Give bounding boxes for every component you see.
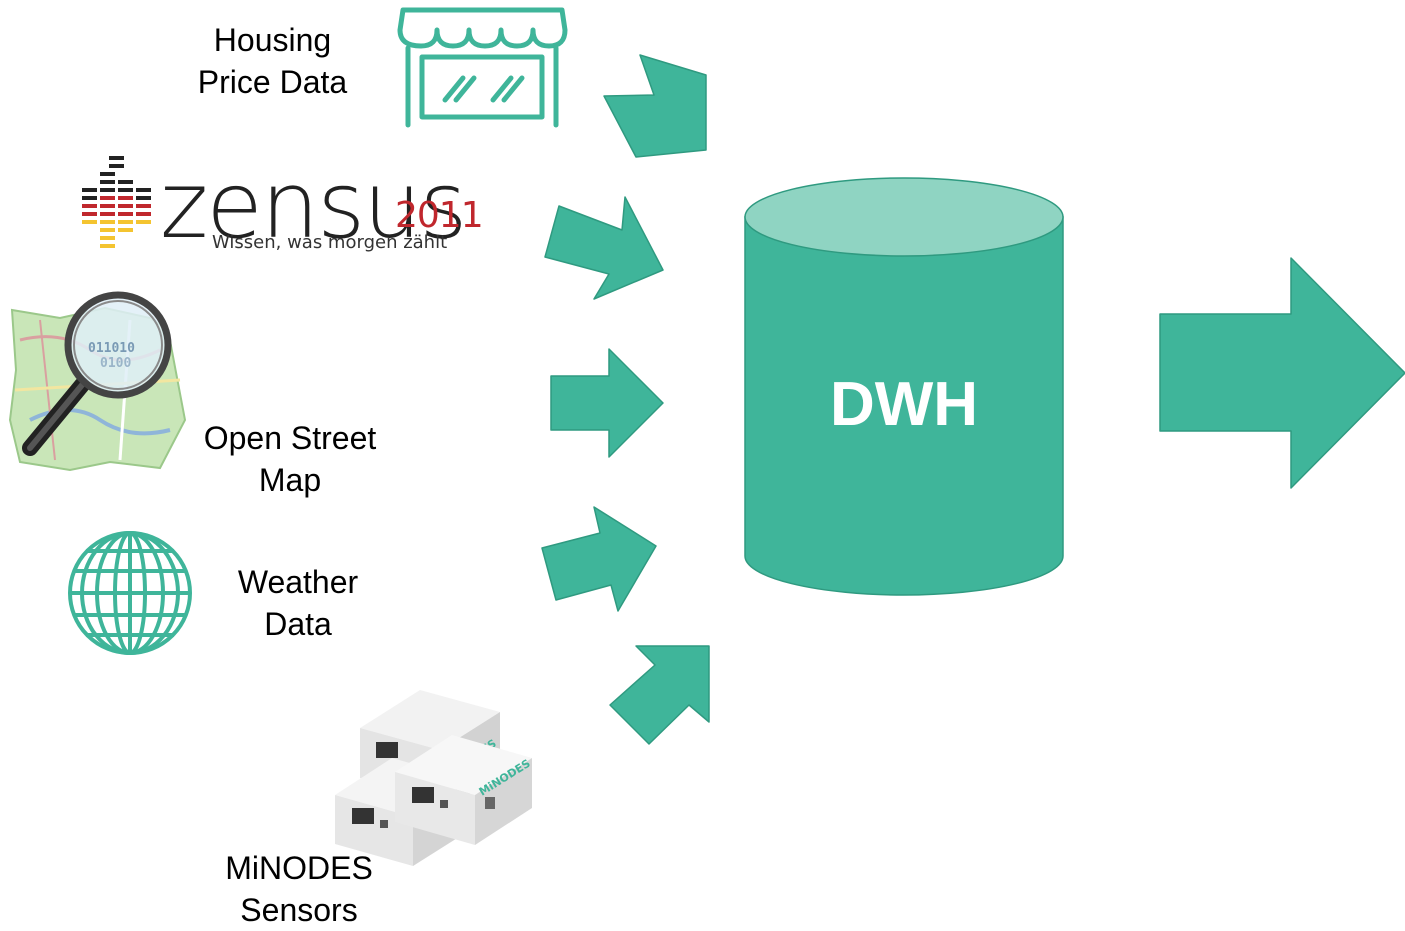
arrow-weather bbox=[541, 506, 657, 612]
housing-price-label: Housing Price Data bbox=[197, 22, 348, 100]
arrow-zensus bbox=[544, 196, 664, 300]
zensus-logo-word: zensus bbox=[160, 152, 467, 259]
data-warehouse-cylinder bbox=[744, 177, 1064, 596]
zensus-logo-tagline: Wissen, was morgen zählt bbox=[212, 232, 448, 253]
output-arrow bbox=[1159, 257, 1405, 489]
router-devices-icon: MiNODES MiNODES bbox=[335, 690, 533, 866]
dwh-label: DWH bbox=[829, 370, 979, 439]
weather-data-label: Weather Data bbox=[237, 564, 359, 642]
osm-binary-line2: 0100 bbox=[100, 356, 131, 371]
storefront-icon bbox=[397, 7, 568, 128]
arrow-minodes bbox=[609, 645, 710, 745]
globe-icon bbox=[68, 531, 192, 655]
arrow-osm bbox=[550, 348, 664, 458]
osm-binary-line1: 011010 bbox=[88, 341, 135, 356]
arrow-housing bbox=[603, 54, 707, 158]
router-device-front-right: MiNODES bbox=[395, 735, 533, 845]
minodes-sensors-label: MiNODES Sensors bbox=[225, 850, 373, 928]
input-arrows bbox=[541, 54, 710, 745]
zensus-logo-bars bbox=[82, 156, 151, 248]
zensus-logo-year: 2011 bbox=[395, 195, 484, 236]
map-magnifier-icon bbox=[8, 291, 187, 472]
open-street-map-label: Open Street Map bbox=[203, 420, 377, 498]
